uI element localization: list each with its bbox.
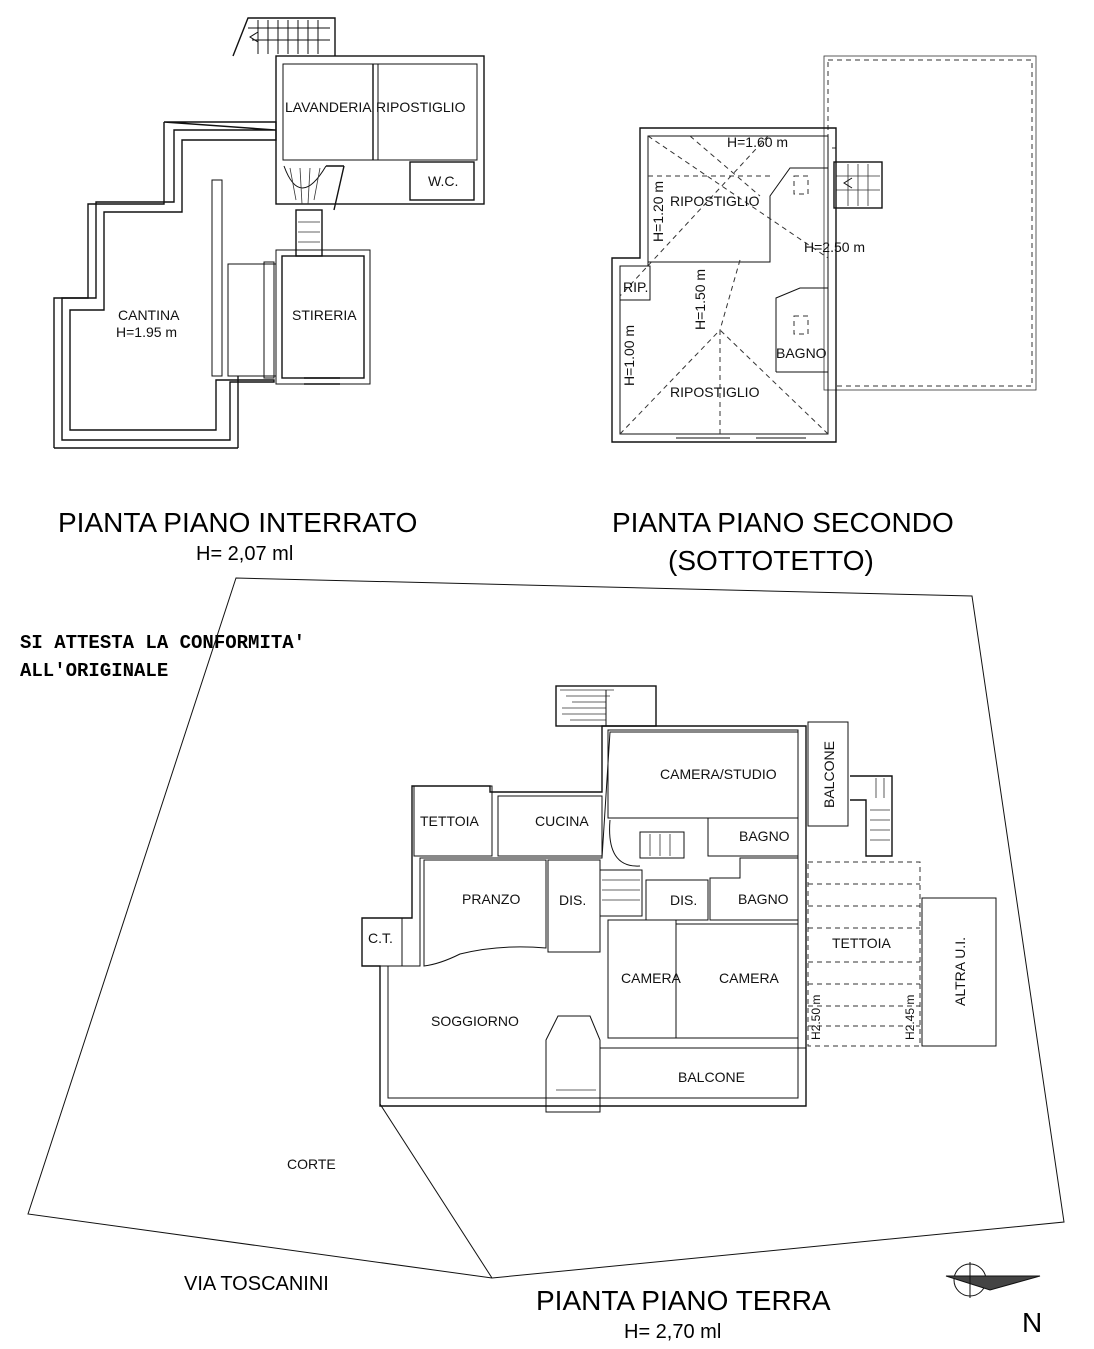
basement-lavanderia-label: LAVANDERIA (285, 99, 372, 115)
second-height-150: H=1.50 m (692, 269, 708, 330)
ground-pranzo-label: PRANZO (462, 891, 520, 907)
ground-fireplace (545, 1015, 601, 1113)
basement-ripostiglio-label: RIPOSTIGLIO (376, 99, 466, 115)
street-label: VIA TOSCANINI (184, 1273, 329, 1295)
ground-camera-studio-label: CAMERA/STUDIO (660, 766, 777, 782)
basement-plan: LAVANDERIA RIPOSTIGLIO W.C. CANTINA H=1.… (53, 17, 485, 449)
ground-bagno-1-label: BAGNO (739, 828, 790, 844)
second-height-100: H=1.00 m (621, 325, 637, 386)
ground-camera-studio-room (607, 729, 799, 819)
second-terrace-dashed (827, 59, 1033, 387)
second-rip-label: RIP. (623, 279, 648, 295)
ground-ct-label: C.T. (368, 930, 393, 946)
ground-outer-wall (361, 725, 807, 1107)
second-bagno-label: BAGNO (776, 345, 827, 361)
ground-dis-2-label: DIS. (670, 892, 697, 908)
ground-balcone-side (807, 721, 849, 827)
second-floor-plan: H=1.60 m RIPOSTIGLIO H=2.50 m RIP. BAGNO… (611, 55, 1037, 443)
ground-dis-1-room (547, 859, 601, 953)
basement-wc-room (409, 161, 475, 201)
basement-stireria-label: STIRERIA (292, 307, 357, 323)
certification-line-2: ALL'ORIGINALE (20, 660, 168, 682)
second-ripostiglio-top-label: RIPOSTIGLIO (670, 193, 760, 209)
ground-dis-2-room (645, 879, 709, 921)
basement-stair-outline (232, 17, 336, 57)
ground-height-245: H2.45 m (903, 995, 917, 1040)
ground-ct-room (361, 917, 403, 967)
ground-altra-ui-label: ALTRA U.I. (952, 937, 968, 1006)
ground-height-250: H2.50 m (809, 995, 823, 1040)
basement-title: PIANTA PIANO INTERRATO (58, 507, 417, 538)
ground-tettoia-left-room (413, 785, 493, 857)
north-label: N (1022, 1307, 1042, 1338)
second-floor-title: PIANTA PIANO SECONDO (612, 507, 954, 538)
ground-balcone-bottom (599, 1047, 807, 1107)
ground-pranzo-room (423, 859, 547, 967)
ground-balcone-bottom-label: BALCONE (678, 1069, 745, 1085)
ground-camera-1-label: CAMERA (621, 970, 682, 986)
ground-camera-2-label: CAMERA (719, 970, 780, 986)
lot-boundary (27, 577, 1065, 1279)
ground-altra-ui (921, 897, 997, 1047)
ground-floor-height: H= 2,70 ml (624, 1321, 721, 1343)
ground-tettoia-right (807, 861, 921, 1047)
ground-tettoia-left-label: TETTOIA (420, 813, 480, 829)
ground-bagno-2-label: BAGNO (738, 891, 789, 907)
ground-camera-2-room (675, 923, 799, 1039)
ground-bagno-1-room (707, 817, 799, 857)
ground-soggiorno-label: SOGGIORNO (431, 1013, 519, 1029)
ground-bagno-2-room (709, 857, 799, 921)
ground-cucina-room (497, 795, 603, 857)
ground-dis-1-label: DIS. (559, 892, 586, 908)
second-height-250: H=2.50 m (804, 239, 865, 255)
ground-floor-title: PIANTA PIANO TERRA (536, 1285, 831, 1316)
second-outer-wall (611, 127, 837, 443)
ground-balcone-side-label: BALCONE (821, 741, 837, 808)
second-rip-room (619, 265, 651, 301)
basement-cantina-height: H=1.95 m (116, 324, 177, 340)
north-arrow-icon (945, 1262, 1041, 1298)
basement-height: H= 2,07 ml (196, 543, 293, 565)
second-height-160: H=1.60 m (727, 134, 788, 150)
ground-side-stair (850, 775, 893, 857)
second-ripostiglio-bottom-label: RIPOSTIGLIO (670, 384, 760, 400)
basement-wc-label: W.C. (428, 173, 458, 189)
ground-cucina-label: CUCINA (535, 813, 589, 829)
ground-floor-plan: CAMERA/STUDIO BALCONE TETTOIA CUCINA BAG… (27, 577, 1065, 1279)
certification-line-1: SI ATTESTA LA CONFORMITA' (20, 632, 305, 654)
ground-tettoia-right-label: TETTOIA (832, 935, 892, 951)
basement-cantina-label: CANTINA (118, 307, 180, 323)
second-floor-subtitle: (SOTTOTETTO) (668, 545, 874, 576)
ground-corte-label: CORTE (287, 1156, 336, 1172)
second-height-120: H=1.20 m (650, 181, 666, 242)
basement-cantina-outline (61, 121, 277, 441)
